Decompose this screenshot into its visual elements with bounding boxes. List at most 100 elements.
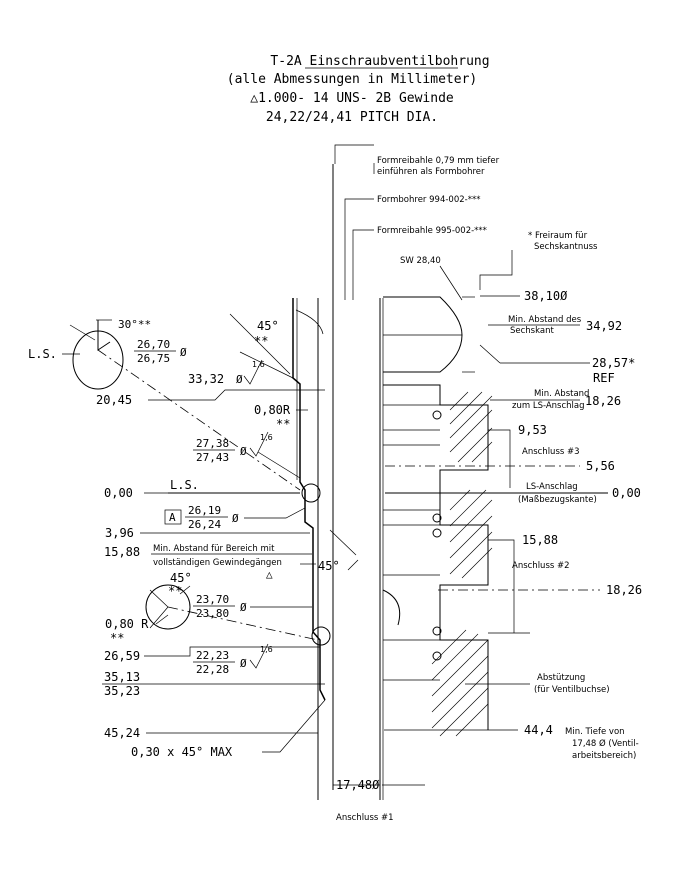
dim-3-96: 3,96 [105, 526, 134, 540]
dim-9-53: 9,53 [518, 423, 547, 437]
dim-9-53-line [488, 429, 511, 488]
dim-0-80r-low: 0,80 R [105, 617, 149, 631]
min-abstand-2: vollständigen Gewindegängen [153, 558, 282, 568]
dim-26-75: 26,75 [137, 352, 170, 365]
dim-angle-30: 30°** [118, 318, 151, 331]
dim-23-70-dia: Ø [240, 601, 247, 614]
detail-30-profile [97, 320, 111, 351]
subtitle-units: (alle Abmessungen in Millimeter) [227, 72, 477, 87]
dim-angle-45-mid: 45° [318, 559, 340, 573]
callout-freiraum-2: Sechskantnuss [534, 242, 598, 252]
roughness-3: 1,6 [260, 645, 273, 654]
subtitle-thread: △1.000- 14 UNS- 2B Gewinde [250, 91, 454, 106]
label-ls-mid: L.S. [170, 478, 199, 492]
oring-1 [432, 410, 442, 420]
roughness-symbol-1 [243, 359, 263, 385]
detail-30-extension [69, 324, 96, 341]
roughness-2: 1,6 [260, 433, 273, 442]
dim-stars-1: ** [254, 334, 268, 348]
dim-23-80: 23,80 [196, 607, 229, 620]
leader-28-57-diag [479, 344, 501, 364]
min-ls-1: Min. Abstand [534, 389, 589, 399]
dim-20-45: 20,45 [96, 393, 132, 407]
angle-45-mid-ext [329, 529, 357, 556]
dim-15-88-right: 15,88 [522, 533, 558, 547]
leader-chamfer [262, 699, 326, 753]
leader-formbohrer [344, 198, 374, 300]
leader-20-45 [148, 389, 325, 401]
title: T-2A Einschraubventilbohrung [270, 54, 489, 69]
callout-formreibahle-tiefer-1: Formreibahle 0,79 mm tiefer [377, 156, 500, 166]
tiefe-2: 17,48 Ø (Ventil- [572, 738, 639, 749]
dim-34-92: 34,92 [586, 319, 622, 333]
angle-45-ext-1 [229, 313, 291, 375]
roughness-symbol-2 [249, 431, 269, 457]
dim-angle-45-top: 45° [257, 319, 279, 333]
dim-stars-2: ** [276, 417, 290, 431]
abstuetzung-2: (für Ventilbuchse) [534, 685, 610, 695]
dim-33-32: 33,32 [188, 372, 224, 386]
tri-symbol: △ [266, 568, 273, 581]
tiefe-1: Min. Tiefe von [565, 727, 625, 737]
ls-anschlag-2: (Maßbezugskante) [518, 495, 597, 505]
leader-0-80r-low [155, 614, 169, 625]
abstuetzung-1: Abstützung [537, 673, 585, 683]
dim-26-70: 26,70 [137, 338, 170, 351]
callout-formbohrer: Formbohrer 994-002-*** [377, 195, 480, 205]
leader-freiraum [479, 250, 513, 290]
dim-15-88-left: 15,88 [104, 545, 140, 559]
dim-15-88r-line [488, 539, 515, 633]
callout-formreibahle: Formreibahle 995-002-*** [377, 226, 487, 236]
oring-2 [432, 513, 442, 523]
cavity-body [383, 384, 489, 730]
dim-26-19-dia: Ø [232, 512, 239, 525]
tiefe-3: arbeitsbereich) [572, 751, 636, 761]
dim-stars-4: ** [110, 631, 124, 645]
dim-22-28: 22,28 [196, 663, 229, 676]
dim-18-26a: 18,26 [585, 394, 621, 408]
cross-drill-hole [382, 589, 401, 626]
roughness-symbol-3 [249, 643, 269, 669]
oring-3 [432, 528, 442, 538]
label-anschluss-1: Anschluss #1 [336, 813, 394, 823]
oring-4 [432, 626, 442, 636]
min-ls-2: zum LS-Anschlag [512, 401, 585, 411]
subtitle-pitch: 24,22/24,41 PITCH DIA. [266, 110, 438, 125]
callout-sw: SW 28,40 [400, 256, 441, 266]
oring-5 [432, 651, 442, 661]
datum-a: A [169, 511, 176, 524]
dim-chamfer: 0,30 x 45° MAX [131, 745, 233, 759]
ls-detail-circle [301, 483, 321, 503]
min-abstand-1: Min. Abstand für Bereich mit [153, 544, 275, 554]
label-anschluss-2: Anschluss #2 [512, 561, 570, 571]
bore-profile-left [292, 298, 326, 701]
dim-44-4: 44,4 [524, 723, 553, 737]
dim-27-38: 27,38 [196, 437, 229, 450]
dim-35-23: 35,23 [104, 684, 140, 698]
detail-circle-45 [145, 584, 191, 630]
callout-formreibahle-tiefer-2: einführen als Formbohrer [377, 167, 485, 177]
hatch-lower [431, 629, 489, 737]
hatch-middle [449, 489, 493, 579]
dim-ref: REF [593, 371, 615, 385]
dim-5-56: 5,56 [586, 459, 615, 473]
dim-angle-45-low: 45° [170, 571, 192, 585]
min-sechskant-1: Min. Abstand des [508, 315, 582, 325]
ref-line-30 [97, 349, 301, 491]
angle-45-mid-leader [347, 559, 359, 571]
dim-27-38-dia: Ø [240, 445, 247, 458]
dim-26-24: 26,24 [188, 518, 221, 531]
dim-26-70-dia: Ø [180, 346, 187, 359]
dim-0-00-right: 0,00 [612, 486, 641, 500]
dim-26-19: 26,19 [188, 504, 221, 517]
dim-33-32-dia: Ø [236, 373, 243, 386]
dim-35-13: 35,13 [104, 670, 140, 684]
ref-line-45 [167, 606, 319, 641]
leader-33-32 [239, 351, 294, 379]
label-ls-left: L.S. [28, 347, 57, 361]
roughness-1: 1,6 [252, 360, 265, 369]
dim-0-00-left: 0,00 [104, 486, 133, 500]
ls-anschlag-1: LS-Anschlag [526, 482, 578, 492]
dim-23-70: 23,70 [196, 593, 229, 606]
